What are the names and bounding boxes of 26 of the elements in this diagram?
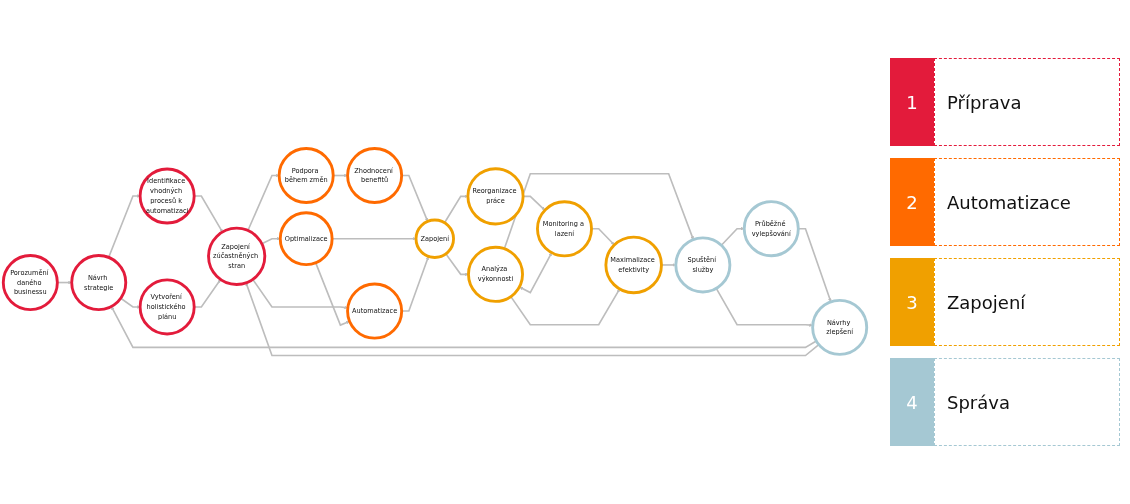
legend-label: Příprava xyxy=(934,58,1120,146)
arrow xyxy=(503,172,694,250)
legend-label: Zapojení xyxy=(934,258,1120,346)
arrow xyxy=(519,252,552,294)
arrow xyxy=(510,288,620,326)
legend-swatch: 2 xyxy=(890,158,934,246)
legend-label: Automatizace xyxy=(934,158,1120,246)
arrow xyxy=(107,194,141,259)
arrow xyxy=(261,236,281,245)
arrow xyxy=(251,278,348,310)
arrow xyxy=(193,195,223,233)
legend-label: Správa xyxy=(934,358,1120,446)
arrow xyxy=(245,282,820,357)
arrow xyxy=(111,306,818,349)
arrow xyxy=(443,194,469,224)
arrow xyxy=(715,287,813,327)
arrow xyxy=(314,262,350,327)
legend-swatch: 1 xyxy=(890,58,934,146)
arrow xyxy=(720,226,745,247)
legend-swatch: 3 xyxy=(890,258,934,346)
arrow xyxy=(331,236,417,241)
legend-swatch: 4 xyxy=(890,358,934,446)
arrow xyxy=(193,279,221,308)
arrow xyxy=(445,253,469,277)
arrow xyxy=(522,195,546,211)
arrow xyxy=(247,173,280,232)
